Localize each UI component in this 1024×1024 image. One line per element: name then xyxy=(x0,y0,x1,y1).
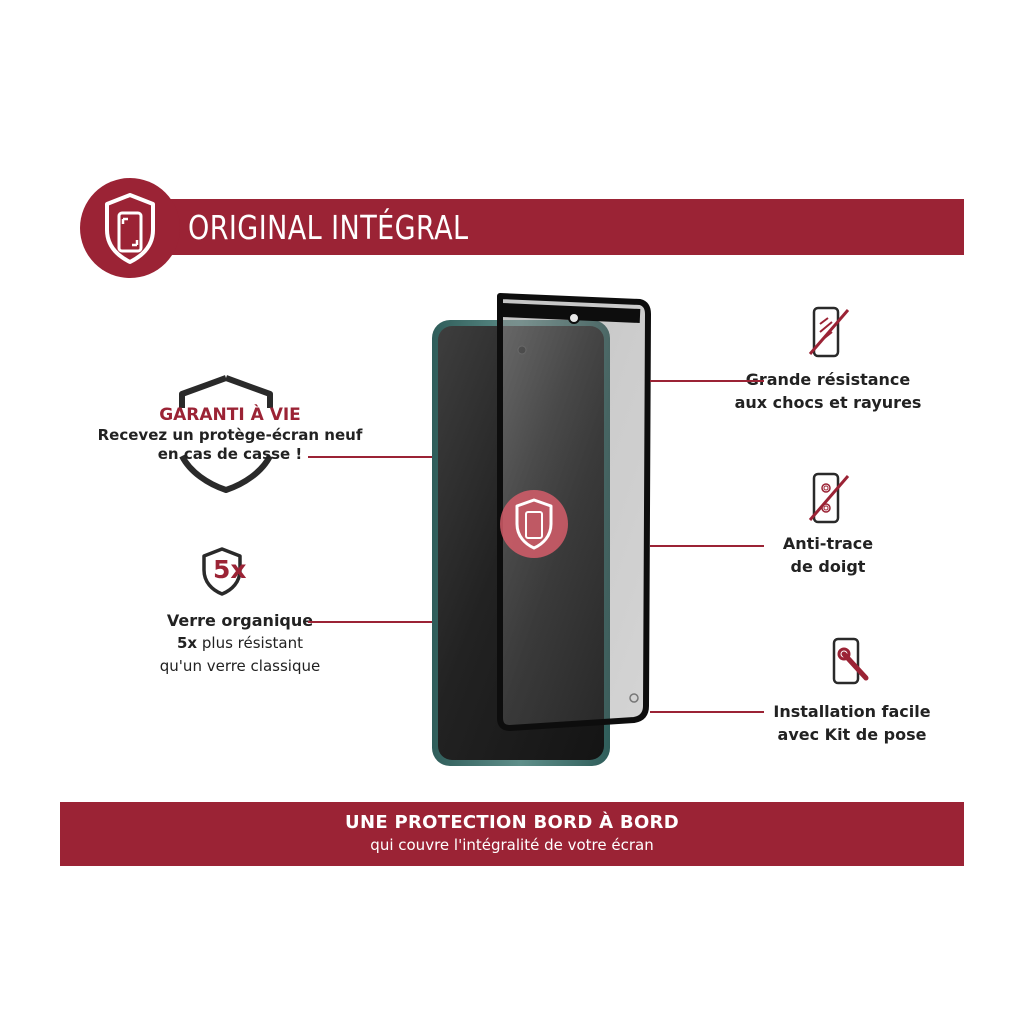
footer-title: UNE PROTECTION BORD À BORD xyxy=(345,812,679,833)
connector-line-impact xyxy=(650,380,764,382)
phone-fingerprint-crossed-icon xyxy=(808,472,850,524)
fingerprint-line1: Anti-trace xyxy=(782,534,874,553)
install-line2: avec Kit de pose xyxy=(777,725,927,744)
phone-wrench-icon xyxy=(832,637,869,685)
footer-banner: UNE PROTECTION BORD À BORD qui couvre l'… xyxy=(60,802,964,866)
warranty-description-line1: Recevez un protège-écran neuf xyxy=(97,426,363,444)
fingerprint-feature: Anti-trace de doigt xyxy=(720,532,936,578)
connector-line-install xyxy=(650,711,764,713)
fingerprint-line2: de doigt xyxy=(790,557,866,576)
connector-line-fingerprint xyxy=(650,545,764,547)
shield-5x-icon: 5x xyxy=(200,545,256,597)
connector-line-organic xyxy=(308,621,432,623)
header-banner xyxy=(120,199,964,255)
organic-glass-line1-rest: plus résistant xyxy=(197,634,303,652)
fivex-badge-text: 5x xyxy=(213,555,247,584)
install-line1: Installation facile xyxy=(773,702,931,721)
page-title: ORIGINAL INTÉGRAL xyxy=(188,208,469,247)
organic-glass-title: Verre organique xyxy=(166,611,314,630)
organic-glass-5x: 5x xyxy=(177,634,198,652)
phone-scratch-crossed-icon xyxy=(808,306,850,358)
impact-feature: Grande résistance aux chocs et rayures xyxy=(720,368,936,414)
impact-line1: Grande résistance xyxy=(745,370,911,389)
shield-outline-icon xyxy=(179,375,273,493)
impact-line2: aux chocs et rayures xyxy=(734,393,922,412)
organic-glass-line1: 5x plus résistant xyxy=(110,632,370,655)
warranty-description-line2: en cas de casse ! xyxy=(157,445,303,463)
warranty-feature: GARANTI À VIE Recevez un protège-écran n… xyxy=(60,404,400,464)
organic-glass-feature: Verre organique 5x plus résistant qu'un … xyxy=(110,609,370,678)
organic-glass-line2: qu'un verre classique xyxy=(159,657,321,675)
phone-illustration xyxy=(432,293,651,766)
install-feature: Installation facile avec Kit de pose xyxy=(736,700,968,746)
header-badge xyxy=(80,178,180,278)
footer-subtitle: qui couvre l'intégralité de votre écran xyxy=(370,836,654,854)
connector-line-warranty xyxy=(308,456,432,458)
warranty-title: GARANTI À VIE xyxy=(159,405,301,425)
shield-phone-icon xyxy=(105,193,155,264)
